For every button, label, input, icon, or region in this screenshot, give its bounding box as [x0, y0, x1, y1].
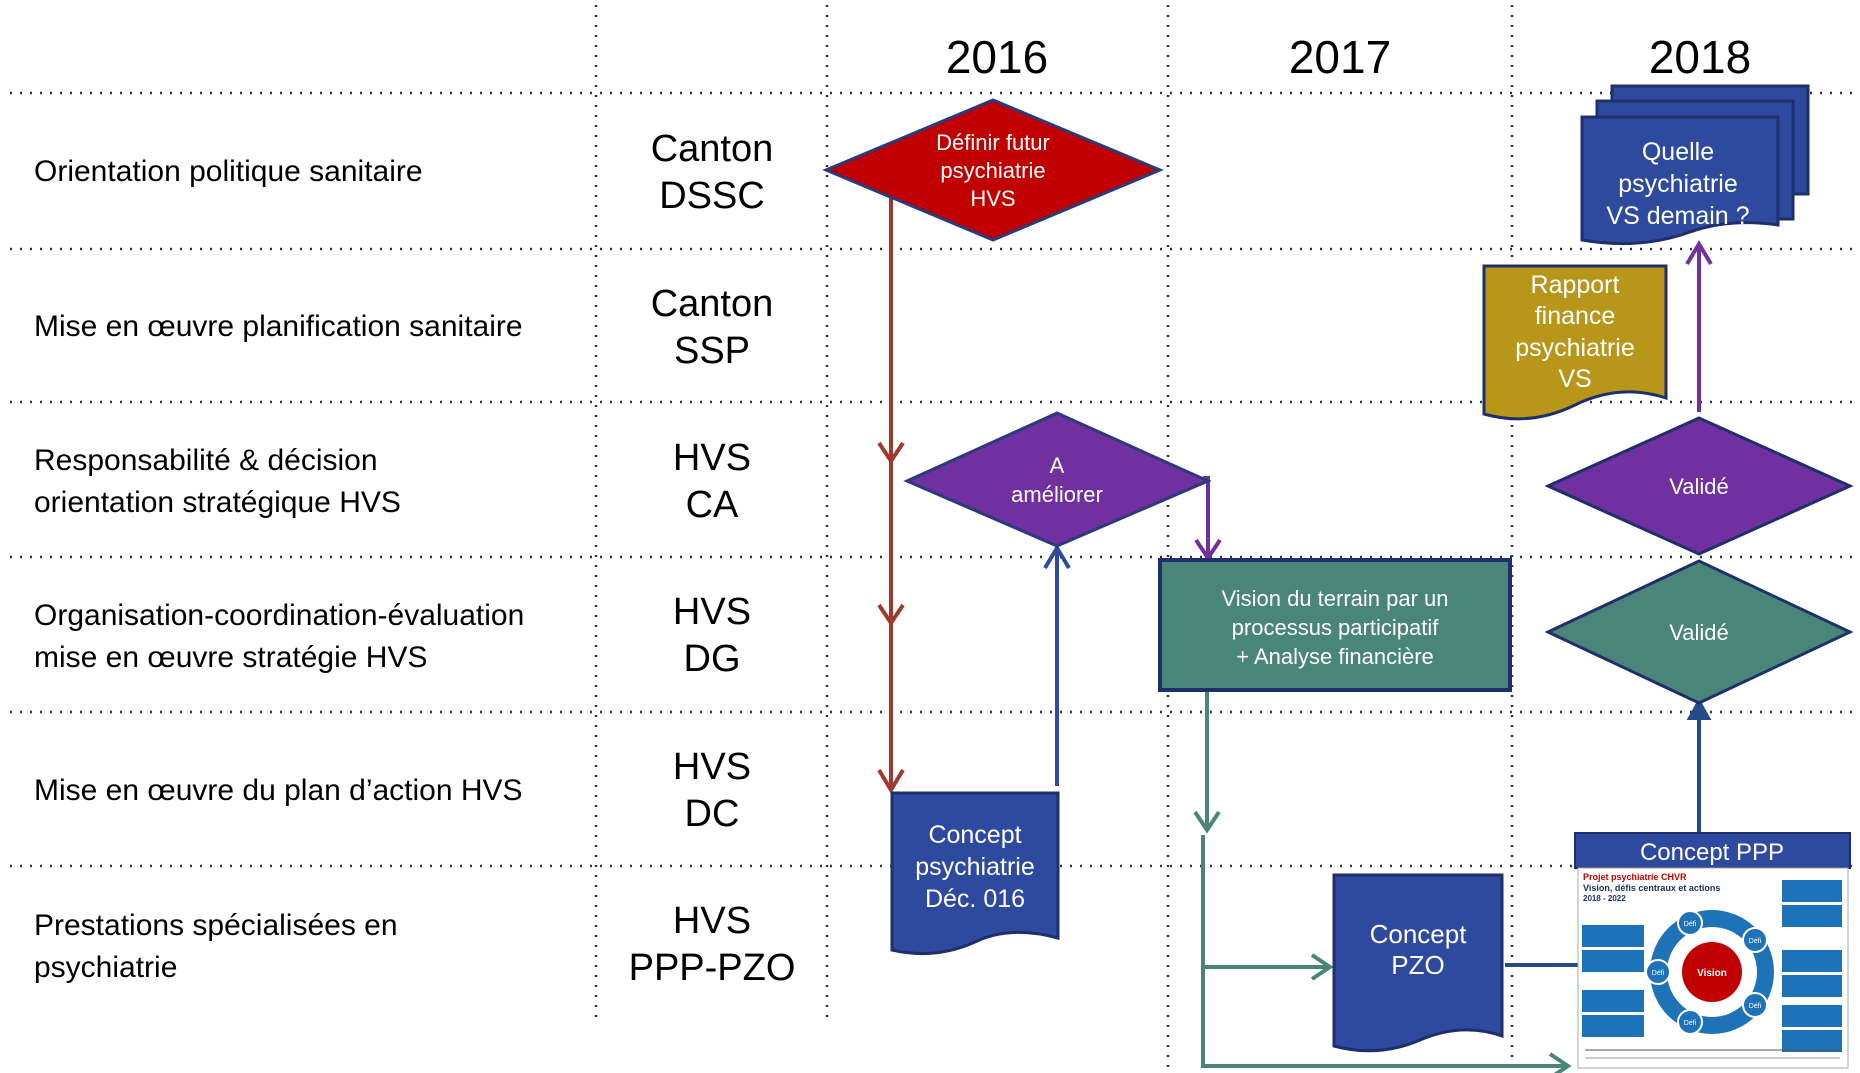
thumb-subtitle2: 2018 - 2022	[1583, 894, 1626, 903]
thumb-seg-3: Défi	[1684, 1020, 1697, 1027]
connector-blue-up	[1043, 544, 1071, 786]
actor-4a: HVS	[673, 746, 751, 788]
concept-ppp-label: Concept PPP	[1640, 839, 1784, 866]
document-concept-pzo: Concept PZO	[1332, 873, 1504, 1053]
lane-label-4: Mise en œuvre du plan d’action HVS	[34, 774, 523, 807]
actor-0b: DSSC	[659, 175, 765, 217]
doc-rapport-l2: finance	[1535, 302, 1616, 330]
year-2017: 2017	[1289, 31, 1391, 83]
concept-ppp-thumbnail: Projet psychiatrie CHVR Vision, défis ce…	[1577, 867, 1849, 1069]
decision-valide-ca: Validé	[1544, 416, 1854, 556]
actor-3b: DG	[684, 638, 741, 680]
connector-purple-2	[1685, 240, 1713, 412]
concept-ppp-header: Concept PPP	[1574, 832, 1851, 869]
doc-concept-pzo-l2: PZO	[1391, 950, 1444, 980]
lane-label-3b: mise en œuvre stratégie HVS	[34, 641, 427, 674]
decision-definir: Définir futur psychiatrie HVS	[822, 98, 1164, 242]
actor-2a: HVS	[673, 437, 751, 479]
lane-label-0: Orientation politique sanitaire	[34, 155, 423, 188]
doc-concept-psy-l2: psychiatrie	[915, 853, 1035, 881]
lane-label-2a: Responsabilité & décision	[34, 444, 378, 477]
doc-quelle-l3: VS demain ?	[1606, 202, 1749, 230]
document-concept-psychiatrie: Concept psychiatrie Déc. 016	[890, 791, 1060, 956]
lane-label-5a: Prestations spécialisées en	[34, 909, 398, 942]
actor-3a: HVS	[673, 591, 751, 633]
year-2016: 2016	[946, 31, 1048, 83]
decision-definir-l1: Définir futur	[936, 130, 1050, 155]
process-vision-l1: Vision du terrain par un	[1221, 586, 1448, 611]
actor-4b: DC	[685, 793, 740, 835]
connector-teal	[1193, 692, 1572, 1073]
connector-navy-up	[1686, 697, 1712, 832]
doc-concept-psy-l1: Concept	[928, 821, 1021, 849]
process-vision-l2: processus participatif	[1232, 615, 1440, 640]
actor-1b: SSP	[674, 330, 750, 372]
decision-valide-ca-label: Validé	[1669, 474, 1729, 499]
thumb-title: Projet psychiatrie CHVR	[1583, 872, 1687, 882]
lane-label-3a: Organisation-coordination-évaluation	[34, 599, 524, 632]
year-2018: 2018	[1649, 31, 1751, 83]
lane-label-1: Mise en œuvre planification sanitaire	[34, 310, 523, 343]
connector-purple-1	[1194, 476, 1222, 562]
process-vision-l3: + Analyse financière	[1236, 644, 1434, 669]
lane-label-2b: orientation stratégique HVS	[34, 486, 401, 519]
doc-quelle-l2: psychiatrie	[1618, 170, 1738, 198]
actor-2b: CA	[686, 484, 739, 526]
thumb-seg-0: Défi	[1684, 921, 1697, 928]
doc-rapport-l3: psychiatrie	[1515, 334, 1635, 362]
process-vision: Vision du terrain par un processus parti…	[1158, 558, 1512, 692]
decision-ameliorer-l2: améliorer	[1011, 482, 1103, 507]
doc-rapport-l1: Rapport	[1531, 271, 1620, 299]
thumb-seg-2: Défi	[1749, 1003, 1762, 1010]
doc-concept-psy-l3: Déc. 016	[925, 885, 1025, 913]
decision-valide-dg: Validé	[1544, 559, 1854, 705]
doc-rapport-l4: VS	[1558, 365, 1591, 393]
decision-valide-dg-label: Validé	[1669, 620, 1729, 645]
doc-concept-pzo-l1: Concept	[1370, 919, 1468, 949]
actor-0a: Canton	[651, 128, 774, 170]
thumb-seg-4: Défi	[1652, 970, 1665, 977]
document-quelle-psychiatrie: Quelle psychiatrie VS demain ?	[1580, 84, 1810, 246]
actor-1a: Canton	[651, 283, 774, 325]
decision-ameliorer: A améliorer	[903, 411, 1212, 548]
doc-quelle-l1: Quelle	[1642, 138, 1714, 166]
actor-5a: HVS	[673, 900, 751, 942]
decision-definir-l2: psychiatrie	[940, 158, 1045, 183]
document-rapport-finance: Rapport finance psychiatrie VS	[1482, 264, 1668, 421]
lane-label-5b: psychiatrie	[34, 951, 177, 984]
thumb-seg-1: Défi	[1749, 938, 1762, 945]
decision-ameliorer-l1: A	[1050, 453, 1065, 478]
actor-5b: PPP-PZO	[629, 947, 796, 989]
thumb-center: Vision	[1697, 968, 1727, 979]
thumb-subtitle1: Vision, défis centraux et actions	[1583, 883, 1720, 893]
decision-definir-l3: HVS	[970, 186, 1015, 211]
connector-brown	[877, 198, 905, 794]
